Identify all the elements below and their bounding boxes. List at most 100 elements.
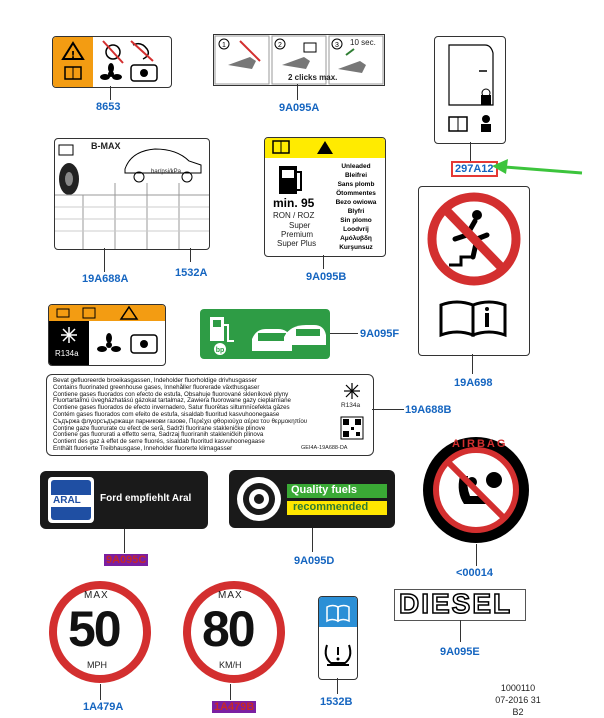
label-1532b — [318, 596, 358, 680]
part-label-1a479a[interactable]: 1A479A — [83, 701, 124, 713]
label-9a095f: bp — [200, 309, 330, 359]
label-1a479a: MAX 50 MPH — [48, 580, 152, 684]
part-label-1532b[interactable]: 1532B — [320, 696, 353, 708]
bp-line1: Quality fuels — [291, 484, 358, 496]
fan-crossed-icon — [102, 40, 124, 64]
part-label-1532a[interactable]: 1532A — [175, 267, 208, 279]
ref-line1: 1000110 — [500, 683, 536, 693]
ref-line3: B2 — [512, 707, 524, 717]
svg-text:2: 2 — [278, 42, 282, 49]
ac-refrigerant: R134a — [55, 349, 79, 358]
sign50-value: 50 — [68, 601, 122, 657]
warning-triangle-icon — [61, 41, 85, 60]
snowflake-icon — [61, 327, 77, 343]
label-9a095d: Quality fuels recommended — [229, 470, 395, 528]
label-8653: ! — [52, 36, 172, 88]
fuel-min: min. 95 — [273, 196, 315, 210]
fan-icon — [97, 333, 121, 352]
airbag-text: AIRBAG — [452, 438, 508, 450]
part-label-19a688b[interactable]: 19A688B — [405, 404, 452, 416]
warning-triangle-icon — [119, 305, 139, 320]
no-step-icon — [427, 192, 521, 286]
part-label-9a095c[interactable]: 9A095C — [104, 554, 149, 566]
label-19a688b-text: Bevat gefluoreerde broeikasgassen, Indeh… — [46, 374, 374, 456]
fan-icon — [100, 63, 122, 80]
nozzle-click-icon — [282, 42, 317, 69]
part-label-8653[interactable]: 8653 — [96, 101, 121, 113]
compressor-icon — [130, 64, 158, 82]
car-side-icon — [284, 325, 326, 345]
clicks-text: 2 clicks max. — [288, 73, 338, 82]
hands-crossed-icon — [130, 40, 154, 62]
ref-line2: 07-2016 31 — [495, 695, 541, 705]
car-door-icon — [448, 44, 494, 106]
label-19a688a: B-MAX bar/psi/kPa — [54, 138, 210, 250]
airbag-icon — [486, 472, 502, 488]
label-9a095a: 1 2 3 2 clicks max. 10 sec. — [213, 34, 385, 86]
tyre-model: B-MAX — [91, 141, 121, 151]
bp-logo-icon: bp — [214, 343, 226, 355]
svg-text:!: ! — [71, 50, 76, 61]
drawing-reference: 1000110 07-2016 31 B2 — [478, 682, 558, 718]
part-label-19a698[interactable]: 19A698 — [454, 377, 493, 389]
snowflake-icon — [344, 383, 360, 399]
gas-text-lines: Bevat gefluoreerde broeikasgassen, Indeh… — [53, 377, 308, 452]
label-airbag: AIRBAG — [422, 436, 530, 544]
child-lock-icon — [481, 88, 491, 105]
label-9a095b: min. 95 RON / ROZ Super Premium Super Pl… — [264, 137, 386, 257]
manual-book-icon — [82, 307, 96, 319]
svg-text:bp: bp — [216, 347, 225, 354]
tyre-unit: bar/psi/kPa — [151, 169, 182, 175]
nozzle-crossed-icon — [228, 40, 261, 69]
label-9a095c: ARAL Ford empfiehlt Aral — [40, 471, 208, 529]
part-label-9a095e[interactable]: 9A095E — [440, 646, 480, 658]
pointer-arrow — [492, 159, 583, 175]
car-silhouette-icon — [124, 148, 202, 174]
label-297a12 — [434, 36, 506, 144]
aral-brand: ARAL — [53, 495, 81, 506]
sign80-max: MAX — [218, 590, 243, 601]
svg-text:1: 1 — [222, 42, 226, 49]
part-label-00014[interactable]: <00014 — [456, 567, 494, 579]
fuel-ron: RON / ROZ — [273, 211, 315, 220]
fuel-premium: Premium — [281, 230, 314, 239]
gas-code: GEI4A-19A688-DA — [301, 445, 348, 451]
fuel-superplus: Super Plus — [277, 239, 317, 248]
part-label-9a095f[interactable]: 9A095F — [360, 328, 400, 340]
diesel-text: DIESEL — [398, 587, 513, 620]
part-label-19a688a[interactable]: 19A688A — [82, 273, 129, 285]
bp-line2: recommended — [293, 501, 369, 513]
sign50-unit: MPH — [87, 660, 107, 670]
bp-helios-icon — [237, 477, 281, 521]
compressor-icon — [130, 334, 158, 354]
part-label-297a12[interactable]: 297A12 — [451, 161, 498, 177]
car-front-icon — [252, 329, 292, 351]
part-label-1a479b[interactable]: 1A479B — [212, 701, 257, 713]
part-label-9a095b[interactable]: 9A095B — [306, 271, 347, 283]
gas-refrigerant: R134a — [341, 402, 361, 409]
label-9a095e: DIESEL — [394, 587, 526, 621]
manual-book-icon — [58, 144, 74, 156]
tpms-warning-icon — [324, 644, 352, 666]
aral-text: Ford empfiehlt Aral — [100, 493, 192, 504]
qr-code-icon — [340, 416, 364, 440]
tyre-icon — [59, 163, 79, 195]
svg-text:3: 3 — [335, 42, 339, 49]
fuel-pump-icon — [279, 166, 302, 194]
sign50-max: MAX — [84, 590, 109, 601]
sign80-unit: KM/H — [219, 660, 242, 670]
bp-line1-box — [287, 484, 387, 498]
fuel-super: Super — [289, 221, 311, 230]
manual-book-icon — [326, 604, 350, 623]
child-seat-icon — [481, 115, 491, 132]
manual-book-icon — [439, 300, 507, 338]
sign80-value: 80 — [202, 601, 256, 657]
label-1a479b: MAX 80 KM/H — [182, 580, 286, 684]
seconds-text: 10 sec. — [350, 38, 376, 47]
part-label-9a095a[interactable]: 9A095A — [279, 102, 320, 114]
part-label-9a095d[interactable]: 9A095D — [294, 555, 335, 567]
warning-triangle-icon — [317, 141, 333, 154]
nozzle-wait-icon — [338, 48, 366, 73]
label-19a698 — [418, 186, 530, 356]
